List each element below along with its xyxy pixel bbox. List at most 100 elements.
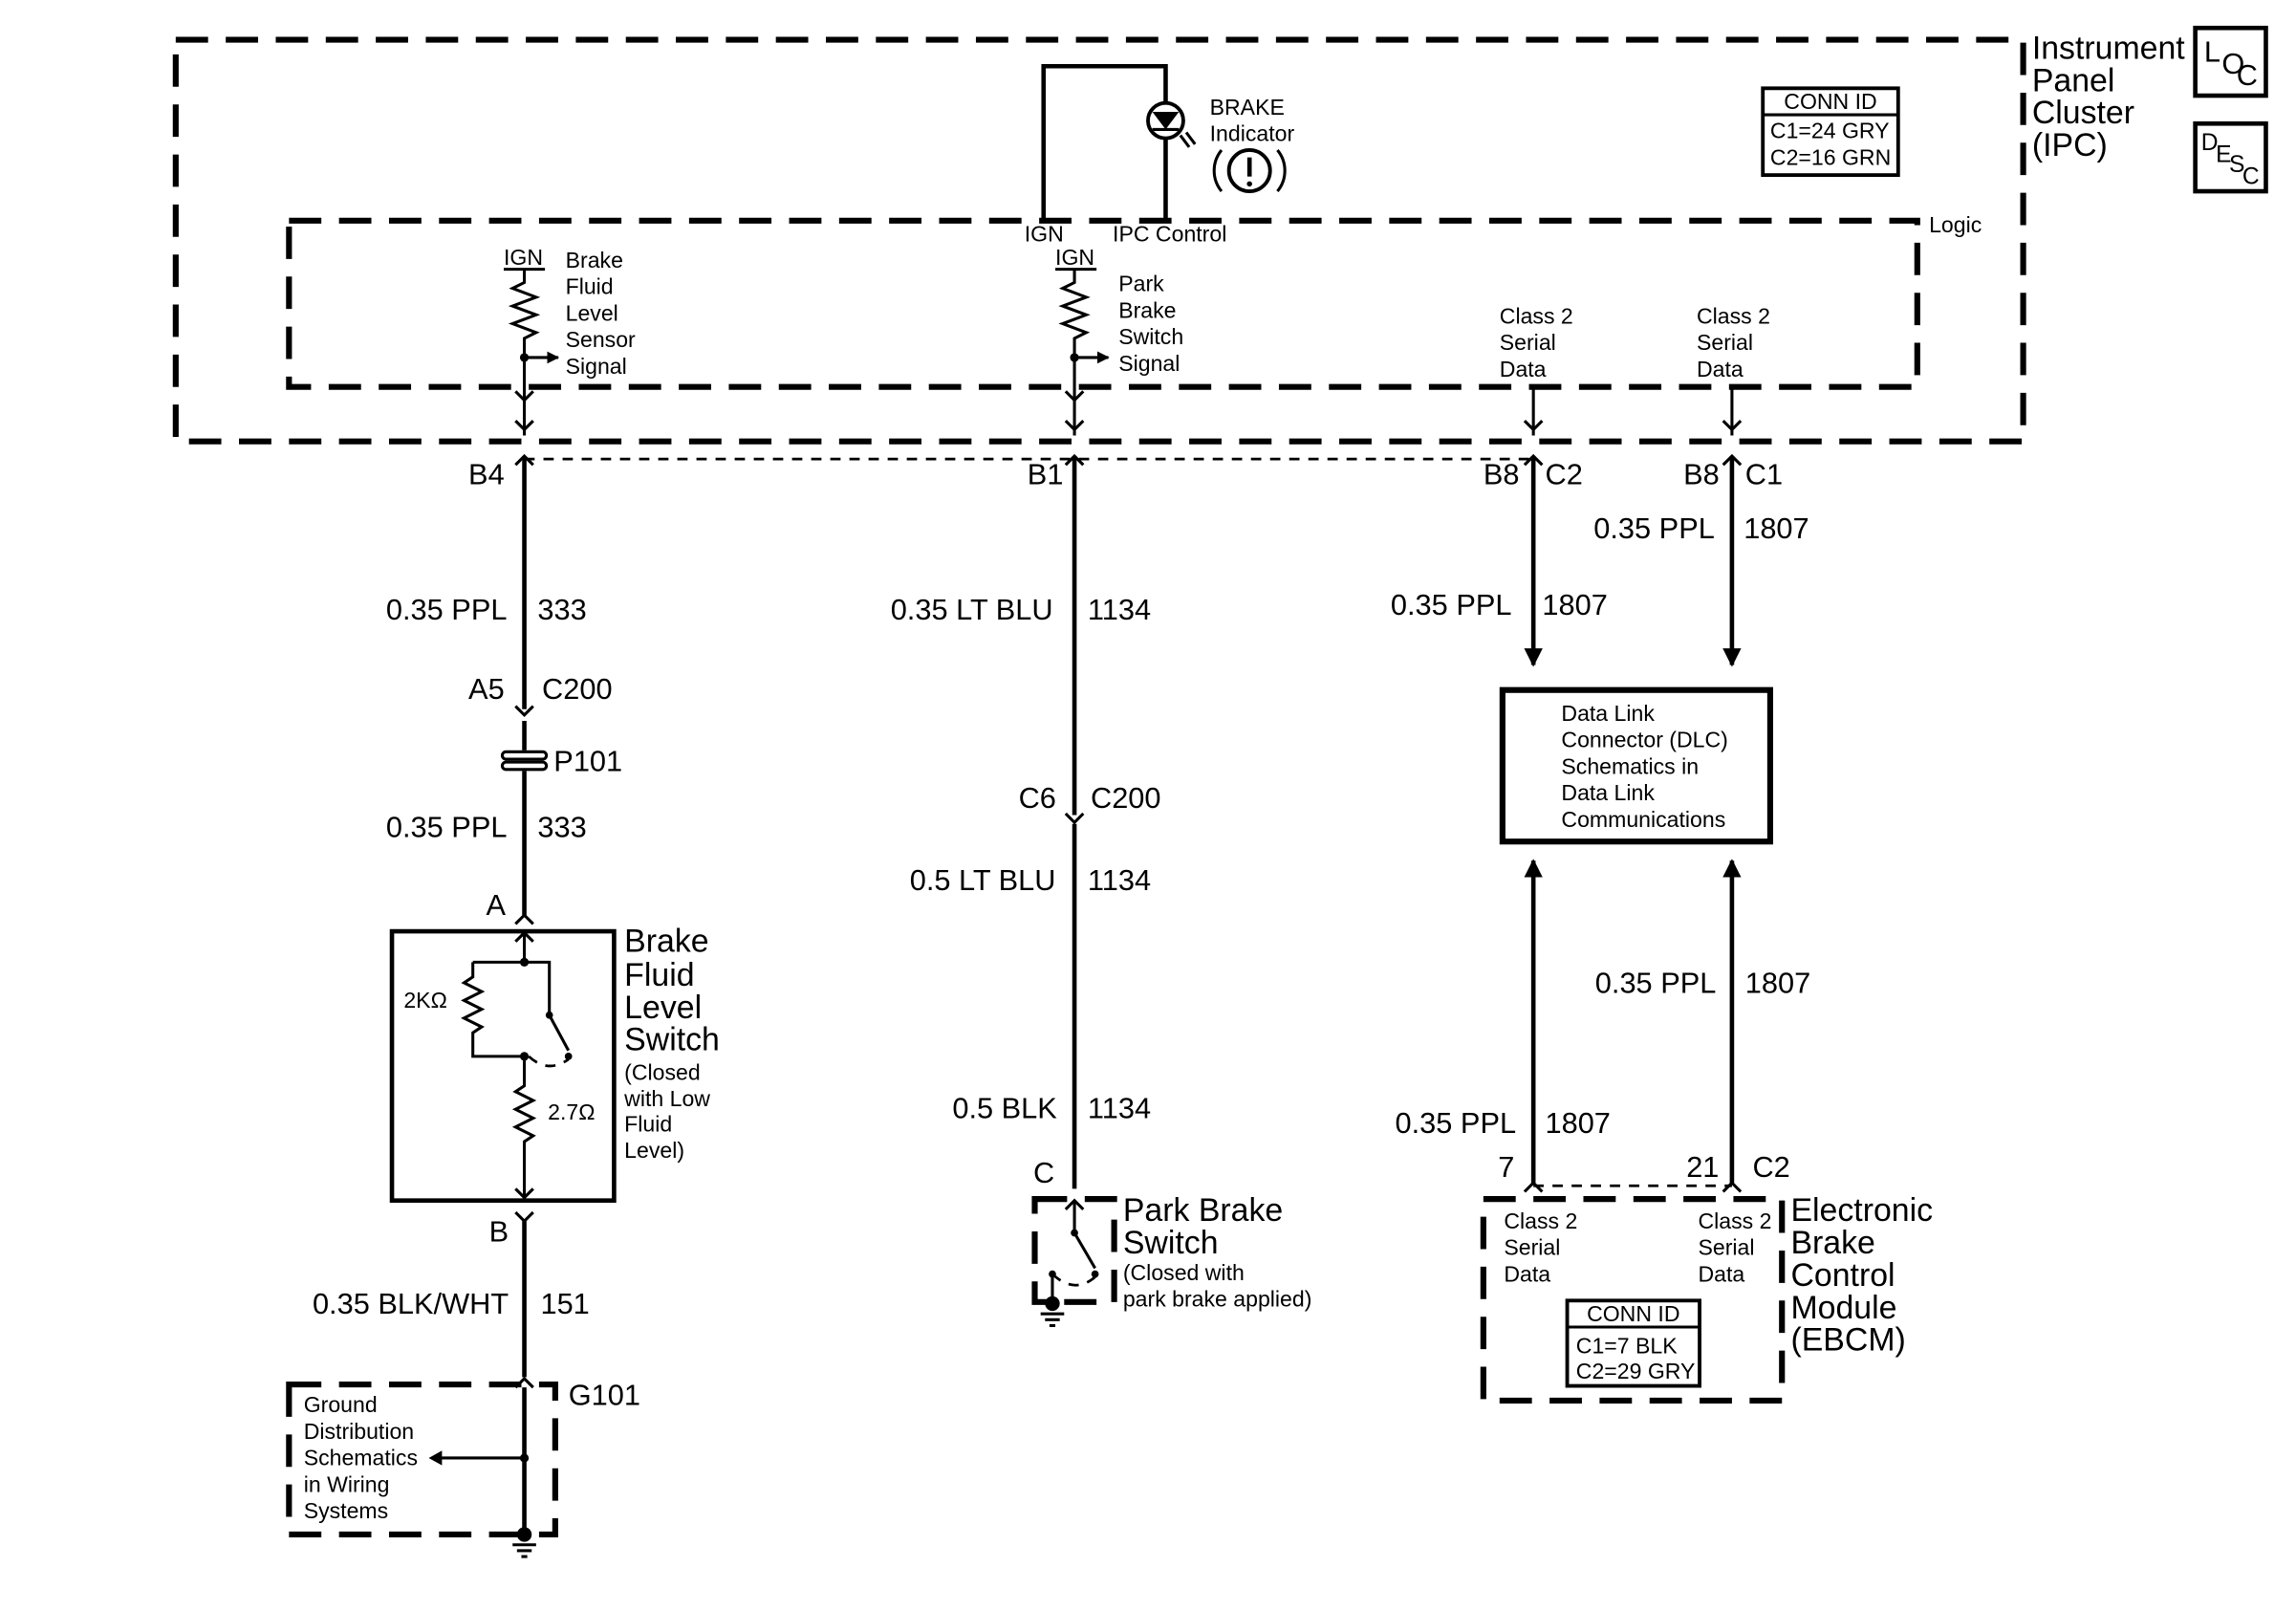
resistor-2k-label: 2KΩ — [403, 988, 446, 1012]
wire-dlc-right-bottom-gauge: 0.35 PPL — [1595, 967, 1717, 1000]
ipc-ign-label: IGN — [1025, 221, 1064, 246]
pin-b8-right: B8 — [1683, 457, 1720, 490]
svg-text:(EBCM): (EBCM) — [1790, 1322, 1905, 1359]
wire-fluid-ground-gauge: 0.35 BLK/WHT — [313, 1287, 509, 1320]
dlc-box: Data Link Connector (DLC) Schematics in … — [1499, 686, 1773, 845]
wire-dlc-left-top-gauge: 0.35 PPL — [1391, 588, 1512, 621]
svg-text:S: S — [2229, 152, 2244, 178]
splice-p101-icon — [500, 750, 549, 772]
wire-park-top-gauge: 0.35 LT BLU — [891, 593, 1053, 626]
svg-text:Control: Control — [1790, 1257, 1895, 1294]
wire-park-top-circuit: 1134 — [1088, 593, 1151, 626]
desc-icon[interactable]: D E S C — [2193, 120, 2268, 194]
ipc-control-label: IPC Control — [1113, 221, 1226, 246]
svg-text:Park Brake: Park Brake — [1123, 1192, 1283, 1229]
wire-fluid-top-gauge: 0.35 PPL — [386, 593, 508, 626]
svg-text:in Wiring: in Wiring — [304, 1471, 390, 1496]
svg-text:CONN ID: CONN ID — [1784, 89, 1876, 114]
wire-park-mid-circuit: 1134 — [1088, 863, 1151, 897]
svg-text:Indicator: Indicator — [1210, 121, 1295, 146]
ipc-class2-left: Class 2 Serial Data — [1500, 304, 1573, 436]
park-switch-title: Park Brake Switch — [1123, 1192, 1283, 1261]
svg-text:Data Link: Data Link — [1561, 780, 1655, 805]
svg-text:Fluid: Fluid — [566, 274, 614, 299]
svg-text:Systems: Systems — [304, 1498, 388, 1523]
svg-text:C: C — [2237, 58, 2258, 92]
svg-text:Switch: Switch — [624, 1022, 720, 1058]
fluid-circuit: 0.35 PPL 333 A5 C200 P101 0.35 PPL 333 A — [386, 453, 622, 925]
svg-text:Fluid: Fluid — [624, 957, 694, 993]
svg-text:BRAKE: BRAKE — [1210, 95, 1285, 120]
wire-fluid-mid-gauge: 0.35 PPL — [386, 811, 508, 844]
svg-text:Data: Data — [1500, 357, 1547, 381]
park-brake-input: IGN Park Brake Switch Signal — [1055, 245, 1183, 436]
ebcm-class2-left: Class 2 Serial Data — [1504, 1208, 1577, 1286]
svg-text:(IPC): (IPC) — [2032, 127, 2108, 163]
connector-c200-park: C200 — [1091, 781, 1161, 815]
svg-text:C1=7 BLK: C1=7 BLK — [1576, 1334, 1678, 1359]
svg-text:Serial: Serial — [1500, 330, 1556, 355]
park-brake-switch: Park Brake Switch (Closed with park brak… — [1031, 1192, 1312, 1328]
pin-c: C — [1033, 1156, 1054, 1189]
svg-text:Sensor: Sensor — [566, 327, 636, 352]
resistor-2-7-label: 2.7Ω — [548, 1099, 595, 1124]
ipc-class2-right: Class 2 Serial Data — [1697, 304, 1770, 436]
svg-text:Switch: Switch — [1118, 324, 1183, 349]
svg-text:Signal: Signal — [1118, 351, 1180, 376]
instrument-panel-cluster: Instrument Panel Cluster (IPC) L O C D E… — [172, 25, 2268, 445]
connector-a5: A5 — [468, 672, 505, 706]
svg-text:C: C — [2242, 163, 2260, 189]
wire-fluid-top-circuit: 333 — [537, 593, 586, 626]
svg-text:Communications: Communications — [1561, 807, 1725, 832]
park-switch-note: (Closed with park brake applied) — [1123, 1260, 1312, 1312]
svg-text:Class 2: Class 2 — [1504, 1208, 1577, 1233]
pin-c2-ebcm: C2 — [1752, 1150, 1789, 1184]
warning-symbol-icon — [1212, 148, 1287, 193]
loc-icon[interactable]: L O C — [2193, 25, 2268, 98]
pin-b4: B4 — [468, 457, 505, 490]
svg-text:IGN: IGN — [504, 245, 543, 270]
svg-text:with Low: with Low — [623, 1086, 710, 1111]
svg-text:Serial: Serial — [1697, 330, 1753, 355]
ebcm-module: Class 2 Serial Data Class 2 Serial Data … — [1480, 1192, 1933, 1404]
svg-text:Class 2: Class 2 — [1697, 304, 1770, 329]
wire-dlc-left-top-circuit: 1807 — [1542, 588, 1607, 621]
svg-text:Electronic: Electronic — [1790, 1192, 1933, 1229]
wire-fluid-ground-circuit: 151 — [540, 1287, 589, 1320]
svg-text:Brake: Brake — [566, 248, 623, 272]
svg-text:Park: Park — [1118, 272, 1164, 296]
connector-p101: P101 — [553, 744, 622, 777]
connector-g101: G101 — [569, 1379, 640, 1412]
svg-text:Data: Data — [1699, 1261, 1745, 1286]
svg-text:Level: Level — [566, 300, 618, 325]
wire-dlc-right-top-circuit: 1807 — [1744, 512, 1809, 545]
svg-text:(Closed: (Closed — [624, 1059, 701, 1084]
ipc-conn-id: CONN ID C1=24 GRY C2=16 GRN — [1761, 86, 1900, 178]
svg-text:D: D — [2201, 130, 2219, 156]
serial-data-circuit: 0.35 PPL 1807 0.35 PPL 1807 Data Link Co… — [1391, 453, 1810, 1193]
svg-text:Brake: Brake — [1118, 297, 1176, 322]
ipc-title: Instrument Panel Cluster (IPC) — [2032, 31, 2185, 164]
svg-text:(Closed with: (Closed with — [1123, 1260, 1245, 1285]
svg-text:IGN: IGN — [1055, 245, 1094, 270]
svg-text:Cluster: Cluster — [2032, 95, 2134, 131]
svg-text:Serial: Serial — [1504, 1235, 1560, 1260]
svg-text:Distribution: Distribution — [304, 1419, 414, 1444]
svg-text:Serial: Serial — [1699, 1235, 1755, 1260]
svg-text:Fluid: Fluid — [624, 1111, 672, 1136]
brake-fluid-level-switch: 2KΩ 2.7Ω Brake Fluid Level Switch (Close… — [389, 924, 720, 1203]
pin-b8-left: B8 — [1484, 457, 1520, 490]
svg-text:Data: Data — [1697, 357, 1744, 381]
svg-text:Connector (DLC): Connector (DLC) — [1561, 728, 1727, 752]
pin-a: A — [487, 888, 507, 922]
svg-text:C2=29 GRY: C2=29 GRY — [1576, 1359, 1696, 1383]
svg-text:Panel: Panel — [2032, 62, 2115, 98]
svg-text:Class 2: Class 2 — [1699, 1208, 1772, 1233]
svg-text:Level: Level — [624, 990, 702, 1026]
svg-text:Schematics in: Schematics in — [1561, 753, 1699, 778]
svg-text:CONN ID: CONN ID — [1587, 1301, 1679, 1326]
svg-text:Data: Data — [1504, 1261, 1550, 1286]
wire-park-bottom-circuit: 1134 — [1088, 1091, 1151, 1124]
svg-text:C1=24 GRY: C1=24 GRY — [1770, 119, 1890, 143]
